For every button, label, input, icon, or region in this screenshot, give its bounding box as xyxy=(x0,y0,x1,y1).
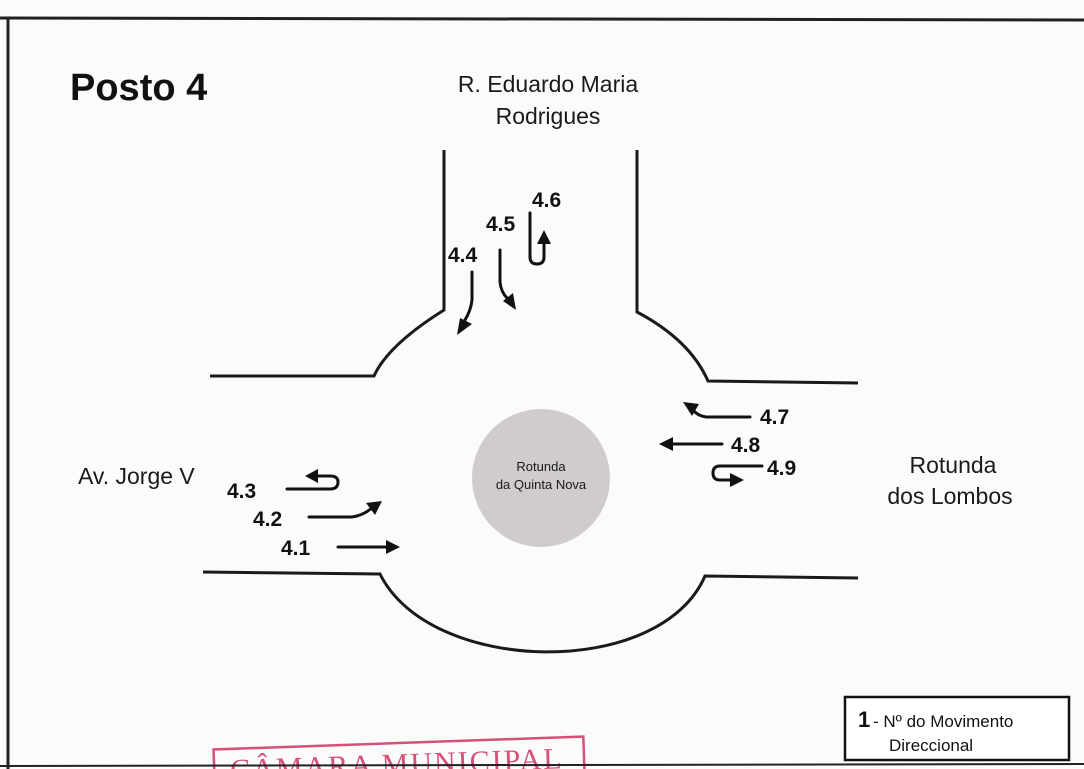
movement-4-1: 4.1 xyxy=(281,537,400,560)
legend-line2: Direccional xyxy=(889,736,973,755)
movement-4-3-arrow xyxy=(285,474,340,491)
movement-4-2-arrow xyxy=(307,506,374,519)
street-label-east-line1: Rotunda xyxy=(910,452,997,478)
frame-bottom xyxy=(0,763,1084,767)
movement-4-4-arrow xyxy=(463,270,474,322)
movement-4-7-arrowhead xyxy=(683,402,699,416)
movement-4-5-label: 4.5 xyxy=(486,213,516,236)
movement-4-2-label: 4.2 xyxy=(253,508,282,531)
movement-4-7-arrow xyxy=(691,408,752,419)
road-edge-south xyxy=(202,570,859,654)
movement-4-2: 4.2 xyxy=(253,501,382,531)
movement-4-9-arrowhead xyxy=(730,473,744,487)
movement-4-3-label: 4.3 xyxy=(227,480,256,503)
stamp-border xyxy=(212,735,586,769)
movement-4-1-arrowhead xyxy=(386,540,400,554)
movement-4-6-arrowhead xyxy=(537,230,551,244)
legend-line1: - Nº do Movimento xyxy=(873,712,1013,731)
roundabout-label-line1: Rotunda xyxy=(516,459,566,474)
movement-4-5-arrow xyxy=(498,248,509,300)
road-edge-north-east xyxy=(635,150,859,385)
road-outlines xyxy=(202,150,859,654)
movement-4-1-label: 4.1 xyxy=(281,537,311,560)
movement-4-8: 4.8 xyxy=(659,434,761,457)
movement-4-7: 4.7 xyxy=(683,402,789,429)
movement-4-6-arrow xyxy=(528,211,546,266)
central-roundabout: Rotunda da Quinta Nova xyxy=(472,409,610,547)
legend-box xyxy=(843,695,1071,762)
roundabout-island xyxy=(472,409,610,547)
movement-4-7-label: 4.7 xyxy=(760,406,789,429)
movement-4-4: 4.4 xyxy=(448,244,478,335)
movement-4-8-arrowhead xyxy=(659,437,673,451)
street-label-north-line1: R. Eduardo Maria xyxy=(458,71,638,97)
street-label-north-line2: Rodrigues xyxy=(496,103,601,129)
legend: 1 - Nº do Movimento Direccional xyxy=(843,695,1071,762)
movement-4-5: 4.5 xyxy=(486,213,516,310)
street-label-east-line2: dos Lombos xyxy=(887,483,1012,509)
movement-4-3-arrowhead xyxy=(305,469,318,483)
movement-4-6: 4.6 xyxy=(528,189,561,266)
movement-4-2-arrowhead xyxy=(366,501,382,515)
movement-4-4-arrowhead xyxy=(457,318,472,335)
movement-4-9: 4.9 xyxy=(711,457,796,487)
movement-4-3: 4.3 xyxy=(227,469,340,503)
movement-4-9-label: 4.9 xyxy=(767,457,796,480)
movement-4-6-label: 4.6 xyxy=(532,189,561,212)
movement-4-9-arrow xyxy=(711,464,764,482)
roundabout-label-line2: da Quinta Nova xyxy=(496,477,587,492)
street-label-west: Av. Jorge V xyxy=(78,463,195,489)
diagram-title: Posto 4 xyxy=(70,67,207,109)
movement-4-5-arrowhead xyxy=(503,293,516,310)
movement-4-8-label: 4.8 xyxy=(731,434,761,457)
frame-top xyxy=(0,16,1084,22)
legend-number: 1 xyxy=(858,707,870,732)
page-frame xyxy=(0,16,1084,769)
movement-arrows: 4.1 4.2 4.3 4.4 xyxy=(227,189,796,560)
road-edge-north-west xyxy=(210,150,446,378)
movement-4-4-label: 4.4 xyxy=(448,244,478,267)
